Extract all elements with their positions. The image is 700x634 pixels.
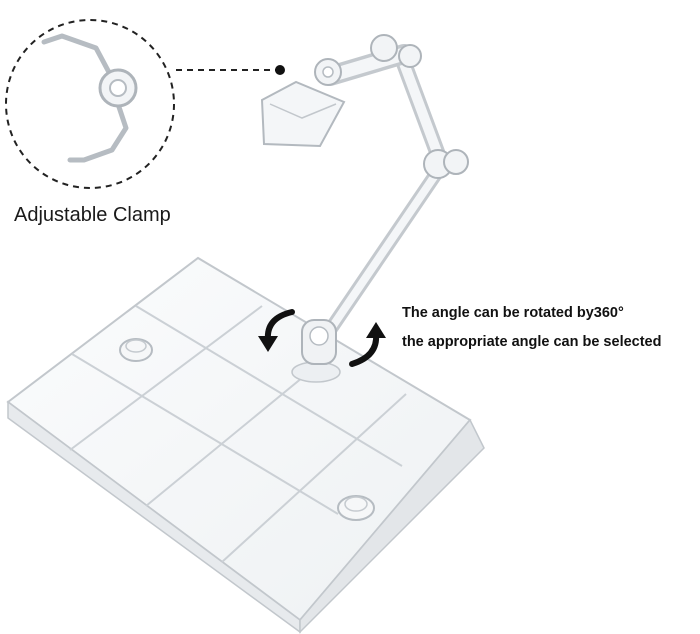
clamp-arms-zoom <box>41 33 129 163</box>
rotate-arrow-left-icon <box>258 309 295 352</box>
rotation-caption-line2: the appropriate angle can be selected <box>402 334 662 350</box>
joint-upper <box>370 34 422 68</box>
joint-middle <box>423 149 469 179</box>
peg-left <box>119 338 153 362</box>
peg-right <box>337 495 375 521</box>
rotate-arrow-right-icon <box>349 322 386 367</box>
rotating-base-joint <box>301 319 337 365</box>
zoom-circle <box>5 19 175 189</box>
base-plate <box>6 256 485 634</box>
rotation-caption-line1: The angle can be rotated by360° <box>402 305 624 321</box>
clamp-head <box>260 58 346 148</box>
stand-arm <box>260 34 469 383</box>
callout-dot <box>275 65 285 75</box>
clamp-caption: Adjustable Clamp <box>14 204 171 226</box>
clamp-zoom-callout <box>5 19 285 189</box>
